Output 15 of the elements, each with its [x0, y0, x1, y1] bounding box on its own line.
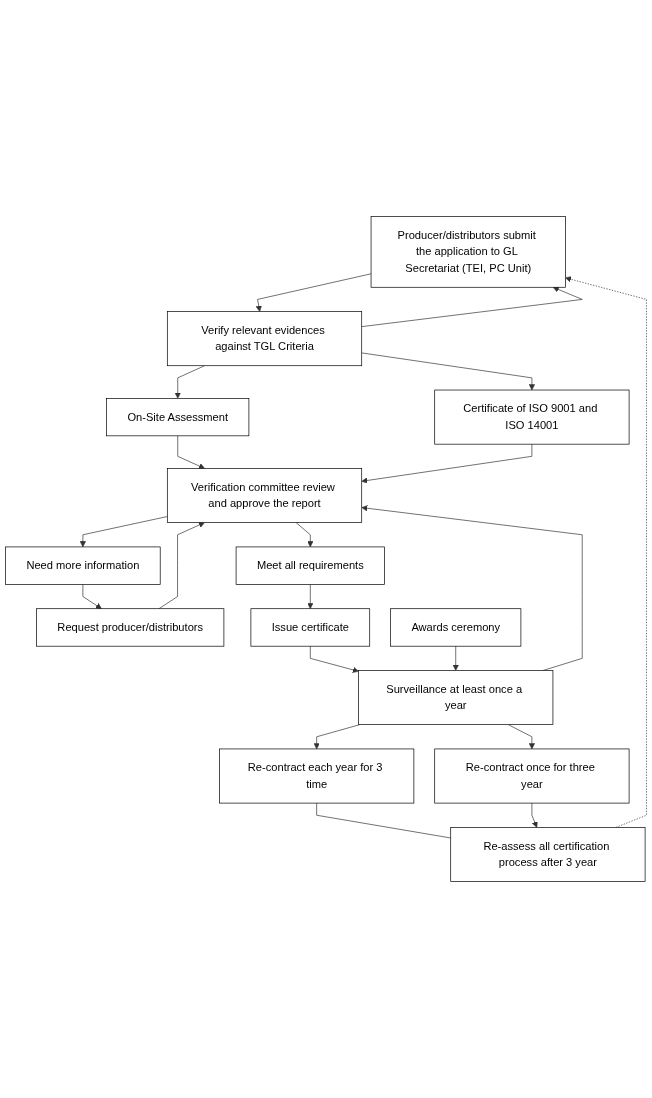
- node-box: Re-assess all certification process after 3 year: [450, 827, 646, 882]
- node-box: Awards ceremony: [390, 608, 522, 647]
- node-box: Verification committee review and approve the report: [166, 468, 363, 523]
- node-box: Re-contract once for three year: [434, 748, 630, 804]
- node-box: Re-contract each year for 3 time: [219, 748, 415, 804]
- node-box: Meet all requirements: [235, 546, 385, 585]
- node-box: Request producer/distributors: [36, 608, 225, 647]
- node-box: On-Site Assessment: [106, 398, 250, 437]
- connector: [316, 802, 452, 839]
- node-box: Need more information: [5, 546, 161, 585]
- node-box: Surveillance at least once a year: [358, 670, 554, 725]
- node-box: Verify relevant evidences against TGL Criteria: [166, 311, 363, 367]
- node-box: Issue certificate: [250, 608, 371, 647]
- node-box: Producer/distributors submit the application to GL Secretariat (TEI, PC Unit): [370, 216, 566, 288]
- node-box: Certificate of ISO 9001 and ISO 14001: [434, 389, 630, 445]
